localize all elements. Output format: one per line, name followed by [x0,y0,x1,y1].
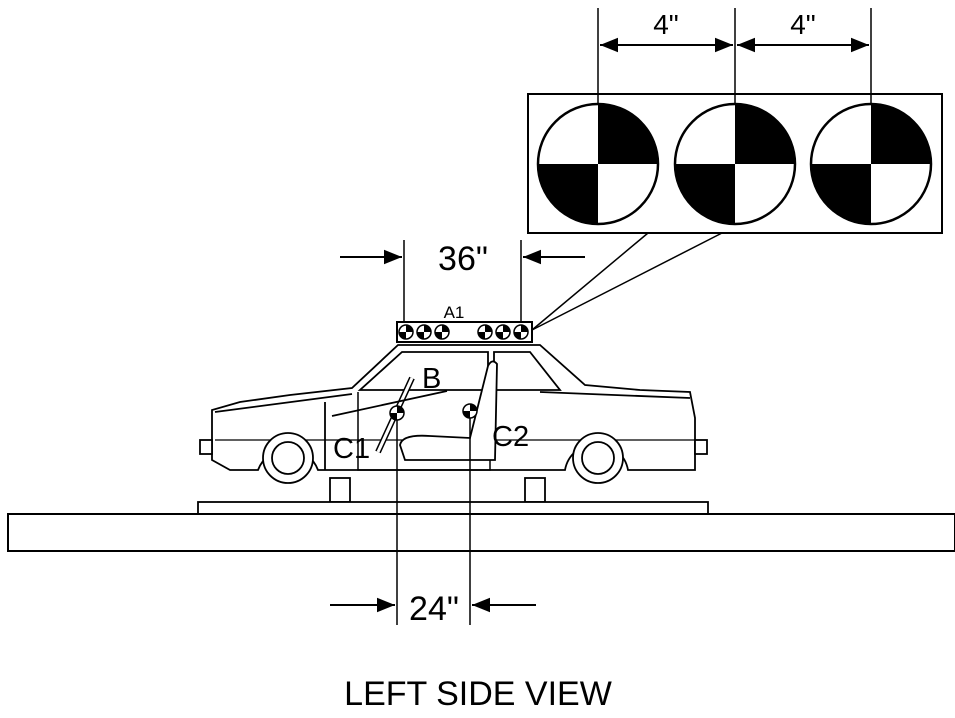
small-target [477,324,493,340]
target-detail: 4" 4" [527,8,943,331]
target-label-c2: C2 [492,421,529,453]
target-label-b: B [422,363,441,395]
dimension-label-36: 36" [438,240,488,278]
car-belt-line [214,391,691,413]
small-target [513,324,529,340]
front-wheel [262,432,314,484]
dimension-24: 24" [330,418,536,628]
target-line-b [331,390,448,417]
front-bumper [199,439,213,455]
small-target [416,324,432,340]
dimension-label-4-left: 4" [653,9,679,40]
large-target [536,102,660,226]
large-target [809,102,933,226]
dimension-36: 36" [340,240,585,322]
small-target [434,324,450,340]
view-title: LEFT SIDE VIEW [344,675,612,713]
car [199,344,708,503]
dimension-label-24: 24" [409,590,459,628]
callout-line [531,232,649,331]
rear-bumper [694,439,708,455]
driver-seat [399,360,498,461]
platform-support [329,477,351,503]
large-target [673,102,797,226]
dimension-label-4-right: 4" [790,9,816,40]
target-c1 [389,405,405,421]
small-target [398,324,414,340]
callout-line [531,232,723,331]
platform [197,501,709,515]
roof-target-bar: A1 [396,303,533,343]
ground-slab [7,513,955,552]
target-label-a1: A1 [444,303,465,322]
platform-support [524,477,546,503]
rear-wheel [572,432,624,484]
target-label-c1: C1 [333,433,370,465]
target-c2 [462,403,478,419]
small-target [495,324,511,340]
